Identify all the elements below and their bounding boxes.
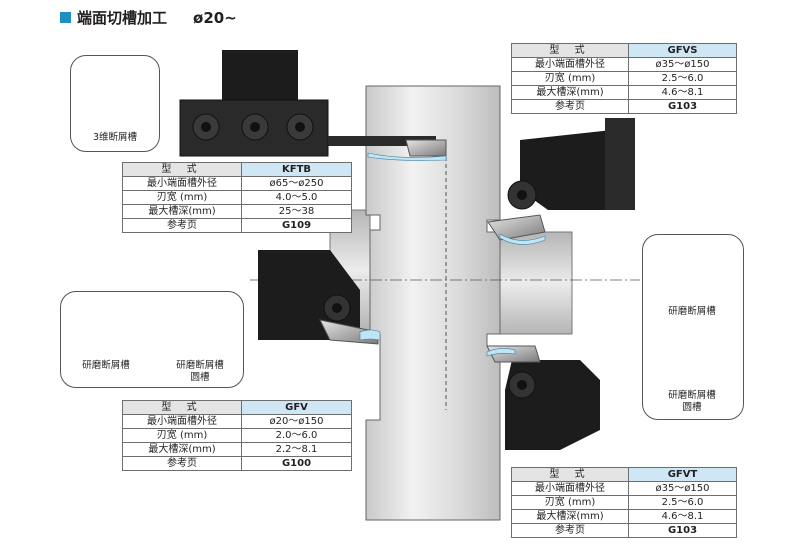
ground-chip-round-caption-1: 研磨断屑槽 (176, 360, 224, 371)
left-insert-box (60, 291, 244, 388)
gfv-coolant (359, 329, 381, 341)
kftb-insert (405, 139, 447, 157)
right-ground-round-caption-1: 研磨断屑槽 (668, 390, 716, 401)
title-text: 端面切槽加工 (77, 9, 168, 27)
section-title: 端面切槽加工 ø20~ (60, 7, 237, 28)
gfvs-insert (487, 214, 546, 241)
ground-chip-caption: 研磨断屑槽 (82, 360, 130, 371)
insert-3d-box (70, 55, 160, 152)
right-ground-caption: 研磨断屑槽 (668, 306, 716, 317)
kftb-coolant (367, 152, 447, 161)
workpiece (365, 85, 501, 521)
title-size: ø20~ (193, 8, 237, 27)
right-shaft (499, 231, 573, 335)
ground-chip-round-caption-2: 圆槽 (190, 372, 210, 383)
kftb-holder-post (222, 50, 298, 105)
gfvs-holder (520, 130, 612, 210)
title-square-icon (60, 12, 71, 23)
gfvt-coolant (486, 348, 516, 357)
kftb-blade (328, 136, 436, 146)
insert-3d-caption: 3维断屑槽 (92, 132, 138, 143)
gfvs-coolant (499, 233, 546, 245)
right-insert-box (642, 234, 744, 420)
right-ground-round-caption-2: 圆槽 (682, 402, 702, 413)
